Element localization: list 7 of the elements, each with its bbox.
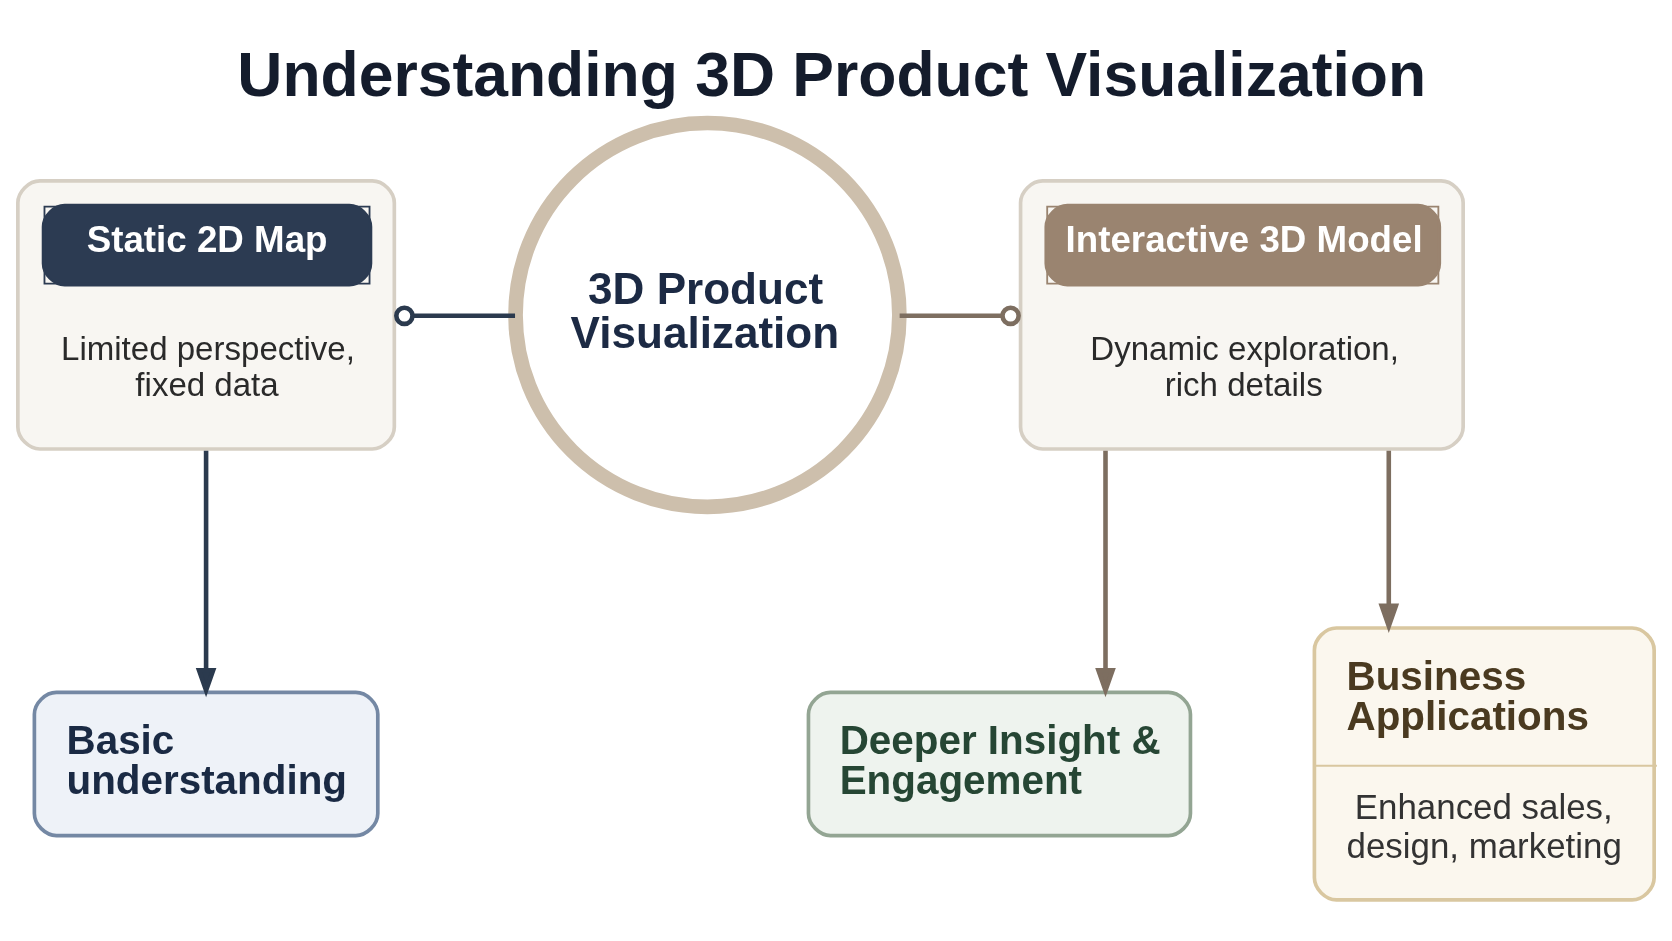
connector (394, 304, 516, 326)
node-circle: 3D Product Visualization (508, 115, 907, 514)
arrow (1095, 450, 1116, 697)
diagram-title: Understanding 3D Product Visualization (237, 38, 1427, 109)
arrow (1378, 450, 1400, 633)
arrow (195, 450, 217, 697)
connector (899, 304, 1021, 326)
